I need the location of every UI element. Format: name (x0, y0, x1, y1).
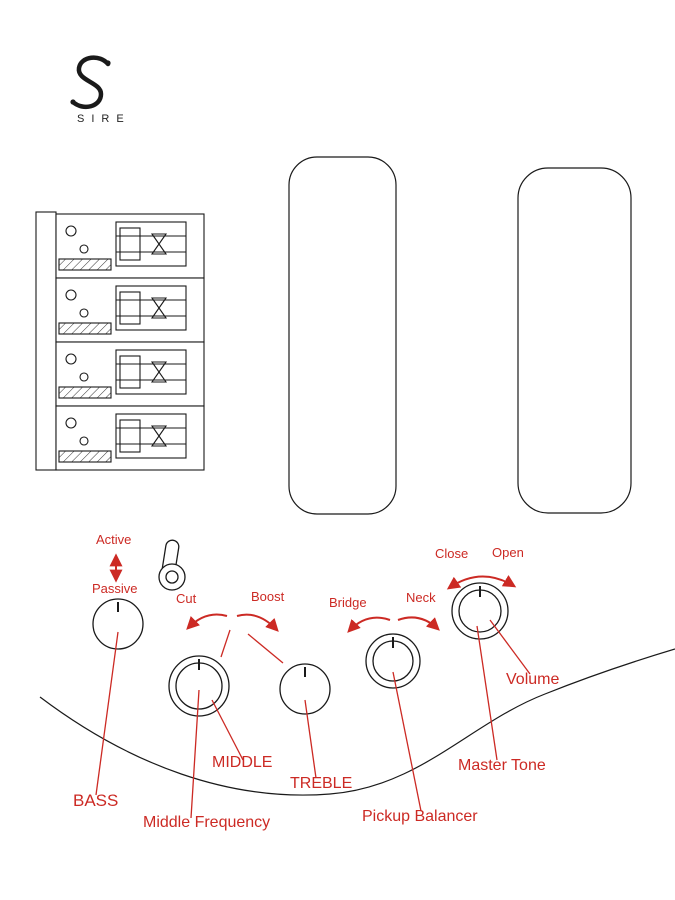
active-passive-switch (158, 539, 186, 591)
treble-leader-line (304, 699, 317, 779)
neck-label: Neck (406, 590, 436, 605)
bridge-label: Bridge (329, 595, 367, 610)
middle-stacked-knob (168, 655, 230, 717)
middle-frequency-label: Middle Frequency (143, 814, 271, 831)
master-tone-label: Master Tone (458, 757, 546, 774)
neck-arrow (397, 616, 440, 631)
cut-boost-leader-middle (220, 629, 231, 658)
treble-knob (279, 663, 331, 715)
cut-arrow (186, 613, 228, 630)
volume-master-tone-knob (451, 582, 509, 640)
bass-knob (92, 598, 144, 650)
cut-label: Cut (176, 591, 197, 606)
bridge-arrow (347, 616, 391, 633)
pickup-balancer-leader-line (392, 671, 422, 812)
active-label: Active (96, 532, 132, 547)
pickup-balancer-knob (365, 633, 421, 689)
boost-label: Boost (251, 589, 285, 604)
open-label: Open (492, 545, 524, 560)
sire-wordmark: SIRE (77, 113, 131, 125)
neck-pickup-drawing (288, 156, 397, 515)
bridge-hardware-drawing (35, 211, 205, 471)
guitar-body-outline (39, 648, 675, 796)
middle-label: MIDDLE (212, 754, 273, 771)
sire-logo-icon (70, 55, 111, 110)
master-tone-leader-line (476, 625, 498, 761)
boost-arrow (236, 613, 279, 632)
treble-label: TREBLE (290, 775, 353, 792)
close-open-arrow (446, 575, 517, 590)
bridge-pickup-drawing (517, 167, 632, 514)
cut-boost-leader-treble (247, 633, 284, 664)
bass-leader-line (95, 631, 119, 796)
volume-label: Volume (506, 671, 560, 688)
middle-leader-line (211, 699, 244, 761)
passive-label: Passive (92, 581, 138, 596)
pickup-balancer-label: Pickup Balancer (362, 808, 478, 825)
volume-leader-line (489, 619, 531, 675)
middle-frequency-leader-line (190, 689, 200, 819)
close-label: Close (435, 546, 469, 561)
bass-label: BASS (73, 791, 119, 810)
